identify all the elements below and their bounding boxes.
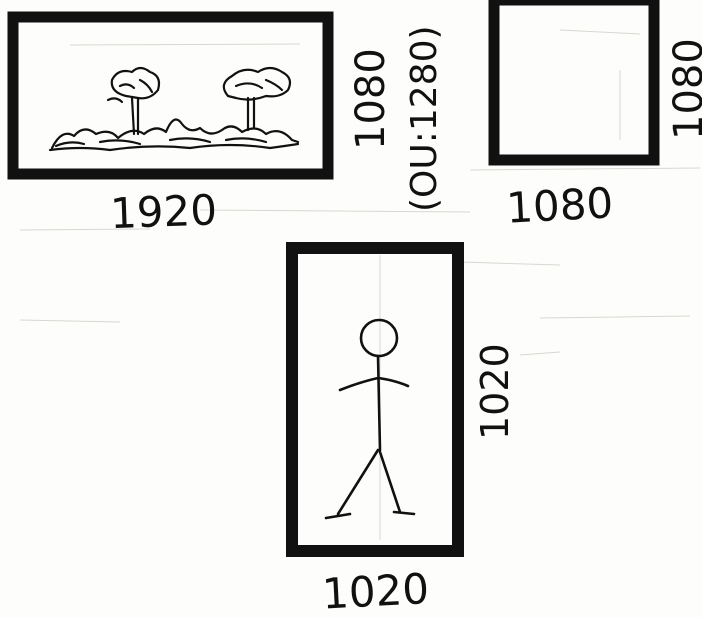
landscape-height-note: (OU:1280) [404, 25, 445, 212]
square-height-label: 1080 [666, 38, 702, 140]
landscape-drawing [50, 68, 298, 150]
landscape-frame: 1920 1080 (OU:1280) [13, 17, 445, 238]
landscape-width-label: 1920 [109, 185, 218, 238]
portrait-frame: 1020 1020 [292, 248, 517, 618]
landscape-height-label: 1080 [348, 48, 394, 150]
portrait-width-label: 1020 [321, 564, 430, 618]
square-frame: 1080 1080 [494, 0, 702, 233]
square-width-label: 1080 [505, 178, 614, 233]
stick-figure [326, 320, 414, 518]
portrait-frame-border [292, 248, 458, 551]
square-frame-border [494, 0, 654, 160]
portrait-height-label: 1020 [473, 343, 517, 440]
